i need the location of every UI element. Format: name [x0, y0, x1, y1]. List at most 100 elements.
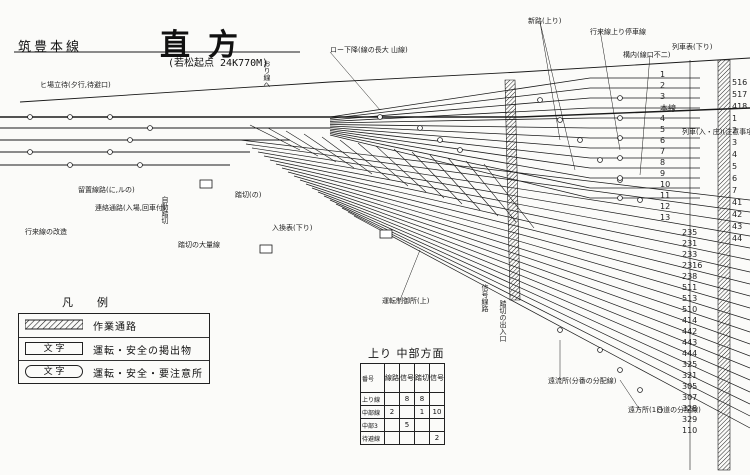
legend-title: 凡例 [62, 296, 132, 309]
legend-label: 作業通路 [93, 322, 137, 333]
annotation-note: 列車(入・庄)(注意事項) [682, 128, 750, 136]
station-track [329, 128, 591, 159]
signal-mark [557, 327, 563, 333]
table-row: 中部3 5 [360, 418, 445, 432]
signal-mark [67, 114, 73, 120]
siding-track [353, 215, 750, 429]
station-track [329, 127, 591, 149]
table-cell [399, 431, 415, 445]
track-number: 414 [682, 316, 698, 325]
table-cell [429, 418, 445, 432]
track-number: 4 [660, 114, 666, 123]
row-label: 中部線 [360, 405, 385, 419]
table-cell [384, 392, 400, 406]
siding-track [317, 191, 750, 357]
track-number: 305 [682, 382, 698, 391]
leader-line [539, 21, 561, 141]
vertical-note: おり線へ [263, 60, 271, 88]
leader-line [329, 51, 381, 111]
table-header-cell: 信号 [429, 363, 445, 393]
signal-mark [27, 149, 33, 155]
work-path-band [504, 79, 521, 301]
annotation-note: ロー下降(線の長大 山線) [330, 46, 408, 54]
siding-track [329, 199, 750, 381]
leader-line [599, 29, 621, 151]
annotation-note: 踏切の大量線 [178, 241, 220, 249]
siding-track [293, 175, 750, 309]
table-cell [384, 431, 400, 445]
track-number: 本線 [660, 104, 676, 113]
track-number: 442 [682, 327, 698, 336]
track-number: 12 [660, 202, 671, 211]
signal-mark [617, 155, 623, 161]
track-number: 328 [682, 404, 698, 413]
table-row: 上り線 8 8 [360, 392, 445, 406]
crossover [285, 130, 337, 163]
track-number: 6 [660, 136, 666, 145]
track-number: 235 [682, 228, 698, 237]
signal-mark [617, 175, 623, 181]
crossover [339, 139, 391, 181]
track-number: 7 [660, 147, 666, 156]
signal-mark [637, 387, 643, 393]
track-number: 307 [682, 393, 698, 402]
track-line [519, 57, 750, 73]
siding-track [257, 151, 750, 237]
leader-line [619, 379, 641, 411]
station-track [329, 97, 591, 121]
annotation-note: 遠方所(1日道の分配線) [628, 406, 701, 414]
track-number: 11 [660, 191, 671, 200]
track-number: 41 [732, 198, 743, 207]
track-line [329, 71, 521, 83]
siding-track [287, 171, 750, 297]
crossover [249, 124, 301, 151]
table-title: 上り 中部方面 [368, 347, 445, 360]
annotation-note: 行来線上り停車線 [590, 28, 646, 36]
table-cell: 8 [414, 392, 430, 406]
annotation-note: 構内(線口不二) [623, 51, 671, 59]
track-number: 13 [660, 213, 671, 222]
signal-mark [617, 135, 623, 141]
vertical-note: 自動踏切 [161, 196, 169, 224]
signal-mark [147, 125, 153, 131]
track-number: 3 [732, 138, 738, 147]
signal-mark [617, 195, 623, 201]
table-cell: 2 [384, 405, 400, 419]
legend-box: 作業通路 文 字 運転・安全の掲出物 文 字 運転・安全・要注意所 [18, 313, 210, 384]
annotation-note: 新路(上り) [528, 17, 562, 25]
siding-track [245, 143, 750, 213]
annotation-note: 遠流所(分番の分配線) [548, 377, 617, 385]
track-line [19, 81, 331, 103]
table-header-row: 番号 線路 信号 踏切 信号 [360, 363, 445, 393]
summary-table: 番号 線路 信号 踏切 信号 上り線 8 8 中部線 2 1 10 中部3 5 [360, 363, 445, 445]
table-cell: 1 [414, 405, 430, 419]
track-number: 5 [732, 162, 738, 171]
signal-mark [27, 114, 33, 120]
track-number: 444 [682, 349, 698, 358]
signal-mark [617, 95, 623, 101]
signal-mark [617, 367, 623, 373]
siding-track [347, 211, 750, 417]
table-header-cell: 信号 [399, 363, 415, 393]
crossover [375, 145, 427, 193]
siding-track [239, 139, 750, 201]
annotation-note: ヒ場立待(夕行,待避口) [40, 81, 111, 89]
crossover [357, 142, 409, 187]
signal-mark [657, 407, 663, 413]
signal-mark [127, 137, 133, 143]
signal-mark [637, 197, 643, 203]
siding-track [341, 207, 750, 405]
station-track [329, 107, 591, 122]
row-label: 待避線 [360, 431, 385, 445]
track-number: 8 [660, 158, 666, 167]
signal-mark [557, 117, 563, 123]
annotation-note: 運転制御所(上) [382, 297, 430, 305]
crossover [411, 151, 463, 205]
structure-box [379, 229, 393, 239]
legend-row: 作業通路 [19, 314, 209, 337]
origin-label: (若松起点 24K770M) [168, 58, 269, 69]
track-number: 10 [660, 180, 671, 189]
siding-track [305, 183, 750, 333]
crossover [303, 133, 355, 169]
